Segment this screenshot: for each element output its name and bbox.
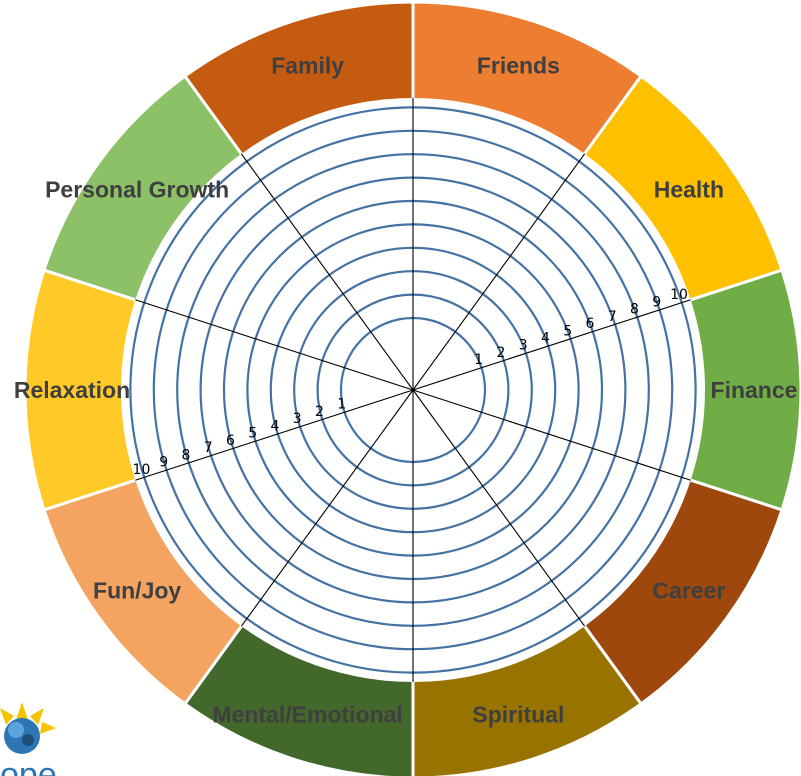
scale-number-5: 5 bbox=[248, 426, 257, 442]
scale-number-1: 1 bbox=[337, 397, 346, 413]
spoke bbox=[412, 389, 586, 627]
label-personal-growth: Personal Growth bbox=[45, 177, 229, 203]
scale-number-9: 9 bbox=[652, 294, 661, 310]
label-mental-emotional: Mental/Emotional bbox=[212, 701, 402, 727]
label-finance: Finance bbox=[711, 377, 798, 403]
label-fun-joy: Fun/Joy bbox=[93, 577, 181, 603]
scale-number-10: 10 bbox=[670, 287, 688, 303]
scale-number-10: 10 bbox=[133, 462, 151, 478]
scale-number-7: 7 bbox=[608, 309, 617, 325]
logo: ope bbox=[0, 702, 57, 776]
scale-number-3: 3 bbox=[519, 338, 528, 354]
label-spiritual: Spiritual bbox=[472, 701, 564, 727]
scale-number-7: 7 bbox=[204, 440, 213, 456]
scale-number-5: 5 bbox=[563, 323, 572, 339]
label-career: Career bbox=[652, 577, 725, 603]
scale-number-2: 2 bbox=[496, 345, 505, 361]
spoke bbox=[240, 153, 414, 391]
label-friends: Friends bbox=[477, 53, 560, 79]
spoke bbox=[135, 299, 414, 391]
scale-number-2: 2 bbox=[315, 404, 324, 420]
logo-text: ope bbox=[0, 756, 57, 776]
scale-number-1: 1 bbox=[474, 352, 483, 368]
label-family: Family bbox=[271, 53, 344, 79]
scale-number-8: 8 bbox=[630, 302, 639, 318]
spoke bbox=[412, 299, 691, 391]
scale-number-6: 6 bbox=[226, 433, 235, 449]
scale-number-4: 4 bbox=[271, 418, 280, 434]
scale-number-8: 8 bbox=[181, 447, 190, 463]
label-health: Health bbox=[654, 177, 724, 203]
spokes bbox=[135, 98, 691, 682]
spoke bbox=[412, 153, 586, 391]
scale-number-6: 6 bbox=[586, 316, 595, 332]
spoke bbox=[135, 389, 414, 481]
scale-number-4: 4 bbox=[541, 330, 550, 346]
spoke bbox=[240, 389, 414, 627]
sun-flower-logo-icon bbox=[0, 702, 56, 754]
scale-number-3: 3 bbox=[293, 411, 302, 427]
scale-number-9: 9 bbox=[159, 455, 168, 471]
spoke bbox=[412, 389, 691, 481]
label-relaxation: Relaxation bbox=[14, 377, 130, 403]
